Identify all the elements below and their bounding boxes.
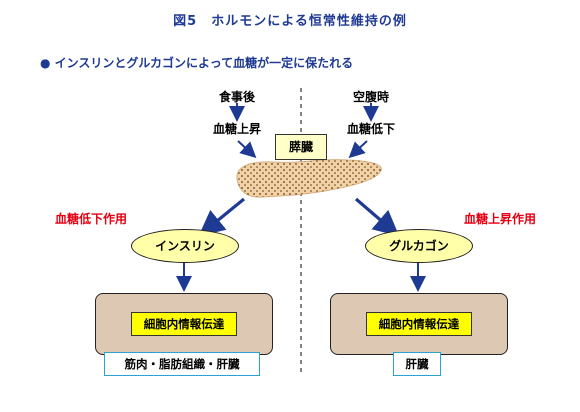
right-signal-box: 細胞内情報伝達: [330, 293, 508, 355]
arrow-pancreas-to-insulin: [198, 197, 246, 237]
arrow-left-to-pancreas: [237, 140, 257, 159]
left-trigger-top: 食事後: [218, 90, 255, 104]
right-signal-label: 細胞内情報伝達: [366, 312, 472, 336]
right-trigger-top: 空腹時: [352, 90, 389, 104]
glucagon-ellipse: グルカゴン: [365, 229, 473, 263]
arrow-pancreas-to-glucagon: [354, 197, 400, 237]
right-target-organ: 肝臓: [393, 352, 441, 376]
left-trigger-bottom: 血糖上昇: [212, 122, 261, 136]
pancreas-label: 膵臓: [275, 134, 327, 160]
insulin-ellipse: インスリン: [131, 229, 239, 263]
right-trigger-bottom: 血糖低下: [346, 122, 395, 136]
figure-subtitle: ● インスリンとグルカゴンによって血糖が一定に保たれる: [40, 56, 354, 70]
arrow-right-to-pancreas: [348, 140, 368, 159]
left-signal-box: 細胞内情報伝達: [95, 293, 273, 355]
left-effect-label: 血糖低下作用: [55, 212, 128, 226]
left-signal-label: 細胞内情報伝達: [131, 312, 237, 336]
left-target-organs: 筋肉・脂肪組織・肝臓: [104, 352, 260, 376]
right-effect-label: 血糖上昇作用: [464, 212, 537, 226]
figure-title: 図5 ホルモンによる恒常性維持の例: [173, 14, 407, 29]
